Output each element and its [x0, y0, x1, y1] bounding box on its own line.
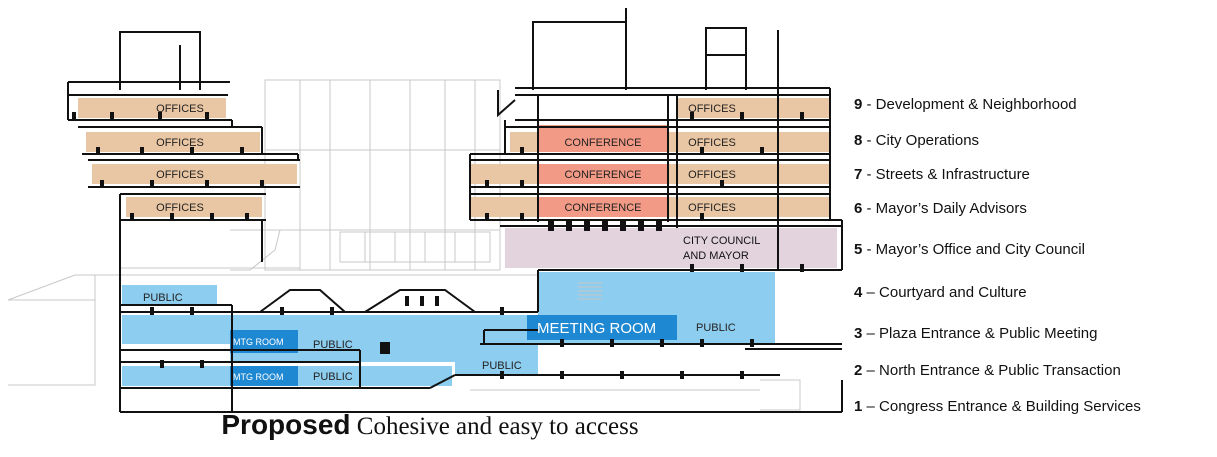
legend-item-4: 4 – Courtyard and Culture [854, 284, 1027, 301]
legend-text: - City Operations [862, 132, 980, 149]
legend-text: – Plaza Entrance & Public Meeting [862, 325, 1098, 342]
legend-number: 7 [854, 166, 863, 183]
conference-floor-6 [538, 197, 668, 217]
public-floor-4-left [122, 285, 217, 305]
legend-number: 6 [854, 200, 863, 217]
legend-item-5: 5 - Mayor’s Office and City Council [854, 241, 1085, 258]
public-label-2-left: PUBLIC [313, 371, 353, 383]
right-office-wing: OFFICES OFFICES OFFICES OFFICES CONFEREN… [469, 30, 843, 272]
public-floors: PUBLIC PUBLIC PUBLIC PUBLIC PUBLIC MTG R… [119, 270, 843, 413]
mtg-room-label-3: MTG ROOM [233, 337, 284, 347]
left-office-wing: OFFICES OFFICES OFFICES OFFICES [67, 82, 300, 275]
conference-floor-8 [538, 125, 668, 152]
public-label-3-left: PUBLIC [313, 339, 353, 351]
legend-text: – Courtyard and Culture [862, 284, 1027, 301]
office-floor-7-left [92, 164, 297, 184]
office-floor-9-left [78, 98, 226, 118]
conference-label-6: CONFERENCE [564, 202, 641, 214]
diagram-caption: Proposed Cohesive and easy to access [0, 409, 860, 441]
caption-text: Cohesive and easy to access [350, 413, 639, 440]
mtg-room-label-2: MTG ROOM [233, 372, 284, 382]
office-label-9-right: OFFICES [688, 103, 736, 115]
legend-number: 4 [854, 284, 863, 301]
legend-text: - Streets & Infrastructure [862, 166, 1030, 183]
legend-text: - Development & Neighborhood [862, 96, 1077, 113]
office-label-7-left: OFFICES [156, 169, 204, 181]
legend-item-2: 2 – North Entrance & Public Transaction [854, 362, 1121, 379]
legend-item-3: 3 – Plaza Entrance & Public Meeting [854, 325, 1097, 342]
office-label-7-right: OFFICES [688, 169, 736, 181]
public-label-2-mid: PUBLIC [482, 360, 522, 372]
conference-floor-7 [538, 164, 668, 184]
office-floor-9-right [677, 98, 830, 118]
legend-number: 3 [854, 325, 863, 342]
council-label-line1: CITY COUNCIL [683, 235, 760, 247]
office-floor-6-left [126, 197, 262, 217]
legend-item-8: 8 - City Operations [854, 132, 979, 149]
conference-label-8: CONFERENCE [564, 137, 641, 149]
public-floor-2b [455, 344, 538, 376]
legend-item-1: 1 – Congress Entrance & Building Service… [854, 398, 1141, 415]
mtg-room-1 [230, 330, 298, 353]
stair-lines [578, 282, 602, 300]
office-label-6-right: OFFICES [688, 202, 736, 214]
meeting-room-label: MEETING ROOM [537, 320, 656, 337]
legend-text: - Mayor’s Office and City Council [862, 241, 1085, 258]
office-label-8-right: OFFICES [688, 137, 736, 149]
legend-number: 2 [854, 362, 863, 379]
legend-number: 5 [854, 241, 863, 258]
office-floor-8-left [86, 132, 260, 152]
council-label-line2: AND MAYOR [683, 250, 749, 262]
legend-text: - Mayor’s Daily Advisors [862, 200, 1027, 217]
public-floor-3 [122, 315, 775, 344]
legend-item-6: 6 - Mayor’s Daily Advisors [854, 200, 1027, 217]
legend-item-7: 7 - Streets & Infrastructure [854, 166, 1030, 183]
caption-bold: Proposed [221, 409, 351, 440]
building-section-diagram: OFFICES OFFICES OFFICES OFFICES [7, 8, 843, 413]
mtg-room-2 [230, 366, 298, 386]
office-label-6-left: OFFICES [156, 202, 204, 214]
legend-number: 1 [854, 398, 863, 415]
office-label-9-left: OFFICES [156, 103, 204, 115]
conference-label-7: CONFERENCE [564, 169, 641, 181]
legend-number: 9 [854, 96, 863, 113]
council-floor-5 [505, 228, 837, 268]
legend-text: – North Entrance & Public Transaction [862, 362, 1121, 379]
legend-text: – Congress Entrance & Building Services [862, 398, 1141, 415]
public-label-4: PUBLIC [143, 292, 183, 304]
meeting-room-band [527, 315, 677, 340]
public-label-3-right: PUBLIC [696, 322, 736, 334]
office-label-8-left: OFFICES [156, 137, 204, 149]
legend-item-9: 9 - Development & Neighborhood [854, 96, 1077, 113]
legend-number: 8 [854, 132, 863, 149]
